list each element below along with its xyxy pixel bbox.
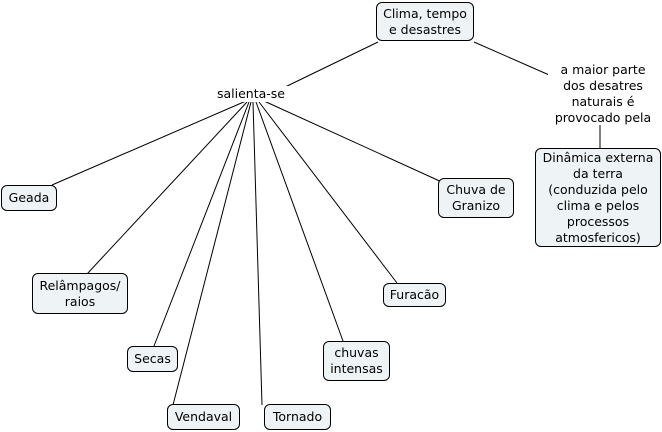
line-salienta-to-relampagos bbox=[86, 101, 248, 275]
line-root-to-salienta bbox=[282, 41, 379, 89]
linking-phrase-maior-parte: a maior parte dos desatres naturais é pr… bbox=[548, 62, 658, 125]
concept-vendaval-label: Vendaval bbox=[174, 409, 233, 424]
concept-root-label: Clima, tempo e desastres bbox=[383, 5, 467, 37]
concept-furacao[interactable]: Furacão bbox=[383, 283, 446, 307]
concept-tornado[interactable]: Tornado bbox=[264, 404, 331, 430]
line-salienta-to-chuvas-intensas bbox=[255, 101, 344, 342]
line-salienta-to-granizo bbox=[263, 100, 445, 184]
concept-geada[interactable]: Geada bbox=[1, 185, 57, 211]
concept-relampagos-label: Relâmpagos/ raios bbox=[39, 277, 121, 309]
line-salienta-to-geada bbox=[51, 100, 247, 186]
concept-tornado-label: Tornado bbox=[272, 409, 323, 424]
concept-root[interactable]: Clima, tempo e desastres bbox=[376, 2, 474, 41]
linking-phrase-salienta-se: salienta-se bbox=[214, 86, 288, 102]
concept-chuvas-intensas-label: chuvas intensas bbox=[330, 345, 383, 376]
concept-dinamica-externa-label: Dinâmica externa da terra (conduzida pel… bbox=[542, 149, 654, 245]
concept-chuvas-intensas[interactable]: chuvas intensas bbox=[323, 341, 390, 381]
concept-dinamica-externa[interactable]: Dinâmica externa da terra (conduzida pel… bbox=[535, 148, 661, 247]
line-root-to-maior-parte bbox=[473, 41, 557, 79]
concept-chuva-de-granizo[interactable]: Chuva de Granizo bbox=[438, 178, 514, 218]
line-salienta-to-secas bbox=[153, 101, 250, 347]
concept-secas[interactable]: Secas bbox=[127, 346, 178, 372]
concept-secas-label: Secas bbox=[134, 351, 171, 366]
line-salienta-to-tornado bbox=[252, 101, 263, 406]
line-salienta-to-vendaval bbox=[172, 101, 252, 406]
concept-relampagos[interactable]: Relâmpagos/ raios bbox=[32, 273, 128, 314]
concept-geada-label: Geada bbox=[8, 190, 50, 205]
line-salienta-to-furacao bbox=[258, 101, 398, 284]
linking-phrase-maior-parte-label: a maior parte dos desatres naturais é pr… bbox=[554, 62, 652, 125]
concept-vendaval[interactable]: Vendaval bbox=[167, 404, 240, 430]
linking-phrase-salienta-se-label: salienta-se bbox=[216, 86, 285, 101]
concept-furacao-label: Furacão bbox=[389, 287, 440, 302]
concept-chuva-de-granizo-label: Chuva de Granizo bbox=[446, 182, 506, 213]
